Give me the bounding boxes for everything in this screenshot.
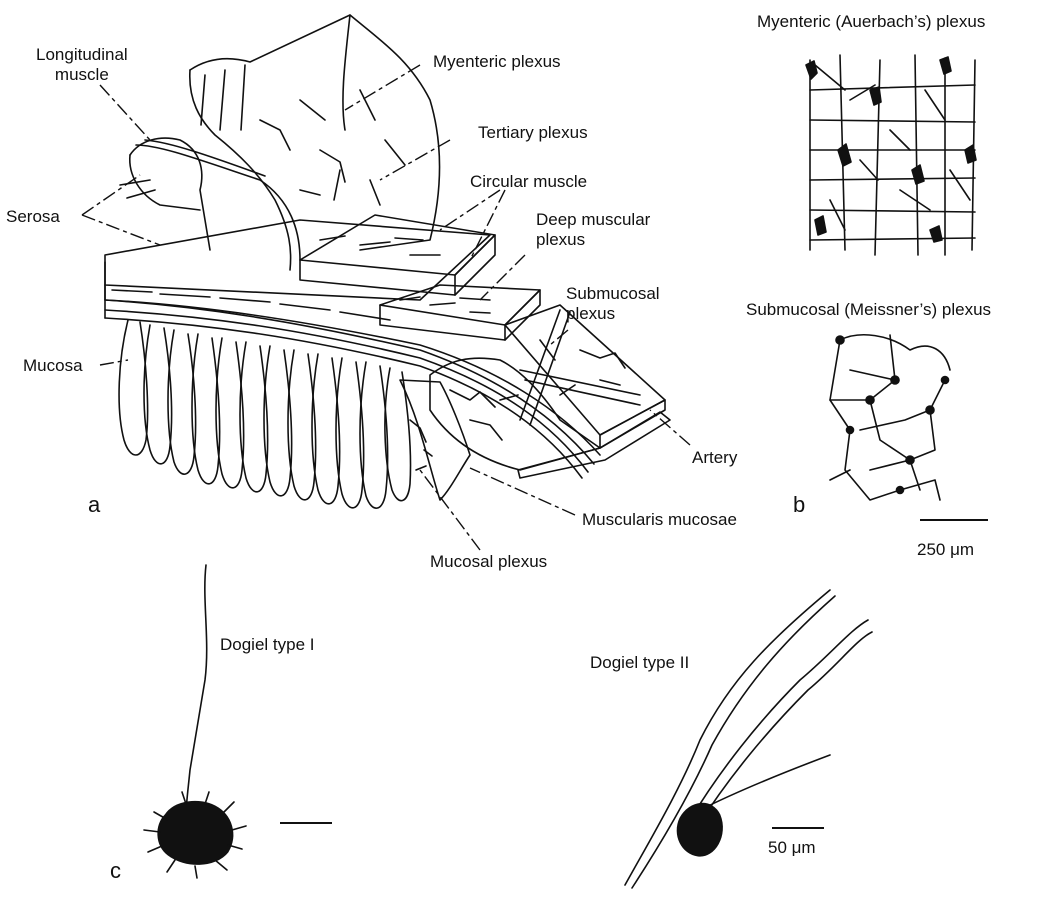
label-muscularis-mucosae: Muscularis mucosae	[582, 510, 737, 530]
panel-label-c: c	[110, 858, 121, 884]
mucosa-villi	[119, 320, 410, 508]
panel-label-b: b	[793, 492, 805, 518]
label-circular-muscle: Circular muscle	[470, 172, 587, 192]
folded-flap	[120, 15, 439, 270]
submucosal-sheet	[430, 305, 670, 478]
label-myenteric-auerbach: Myenteric (Auerbach’s) plexus	[757, 12, 985, 32]
panel-label-a: a	[88, 492, 100, 518]
gut-wall-illustration	[82, 15, 690, 550]
label-longitudinal-muscle: Longitudinal muscle	[36, 45, 128, 85]
dogiel-type-2-neuron	[625, 590, 872, 888]
label-tertiary-plexus: Tertiary plexus	[478, 123, 588, 143]
label-mucosa: Mucosa	[23, 356, 83, 376]
label-submucosal-plexus: Submucosal plexus	[566, 284, 660, 324]
label-serosa: Serosa	[6, 207, 60, 227]
label-submucosal-meissner: Submucosal (Meissner’s) plexus	[746, 300, 991, 320]
dogiel-type-1-neuron	[144, 565, 246, 878]
myenteric-network	[806, 55, 976, 255]
label-myenteric-plexus: Myenteric plexus	[433, 52, 561, 72]
label-deep-muscular-plexus: Deep muscular plexus	[536, 210, 650, 250]
label-mucosal-plexus: Mucosal plexus	[430, 552, 547, 572]
submucosal-network	[830, 335, 950, 500]
label-scale-250: 250 μm	[917, 540, 974, 560]
label-dogiel-type-2: Dogiel type II	[590, 653, 689, 673]
label-scale-50: 50 μm	[768, 838, 816, 858]
label-dogiel-type-1: Dogiel type I	[220, 635, 315, 655]
label-artery: Artery	[692, 448, 737, 468]
circular-muscle-steps	[300, 215, 540, 340]
